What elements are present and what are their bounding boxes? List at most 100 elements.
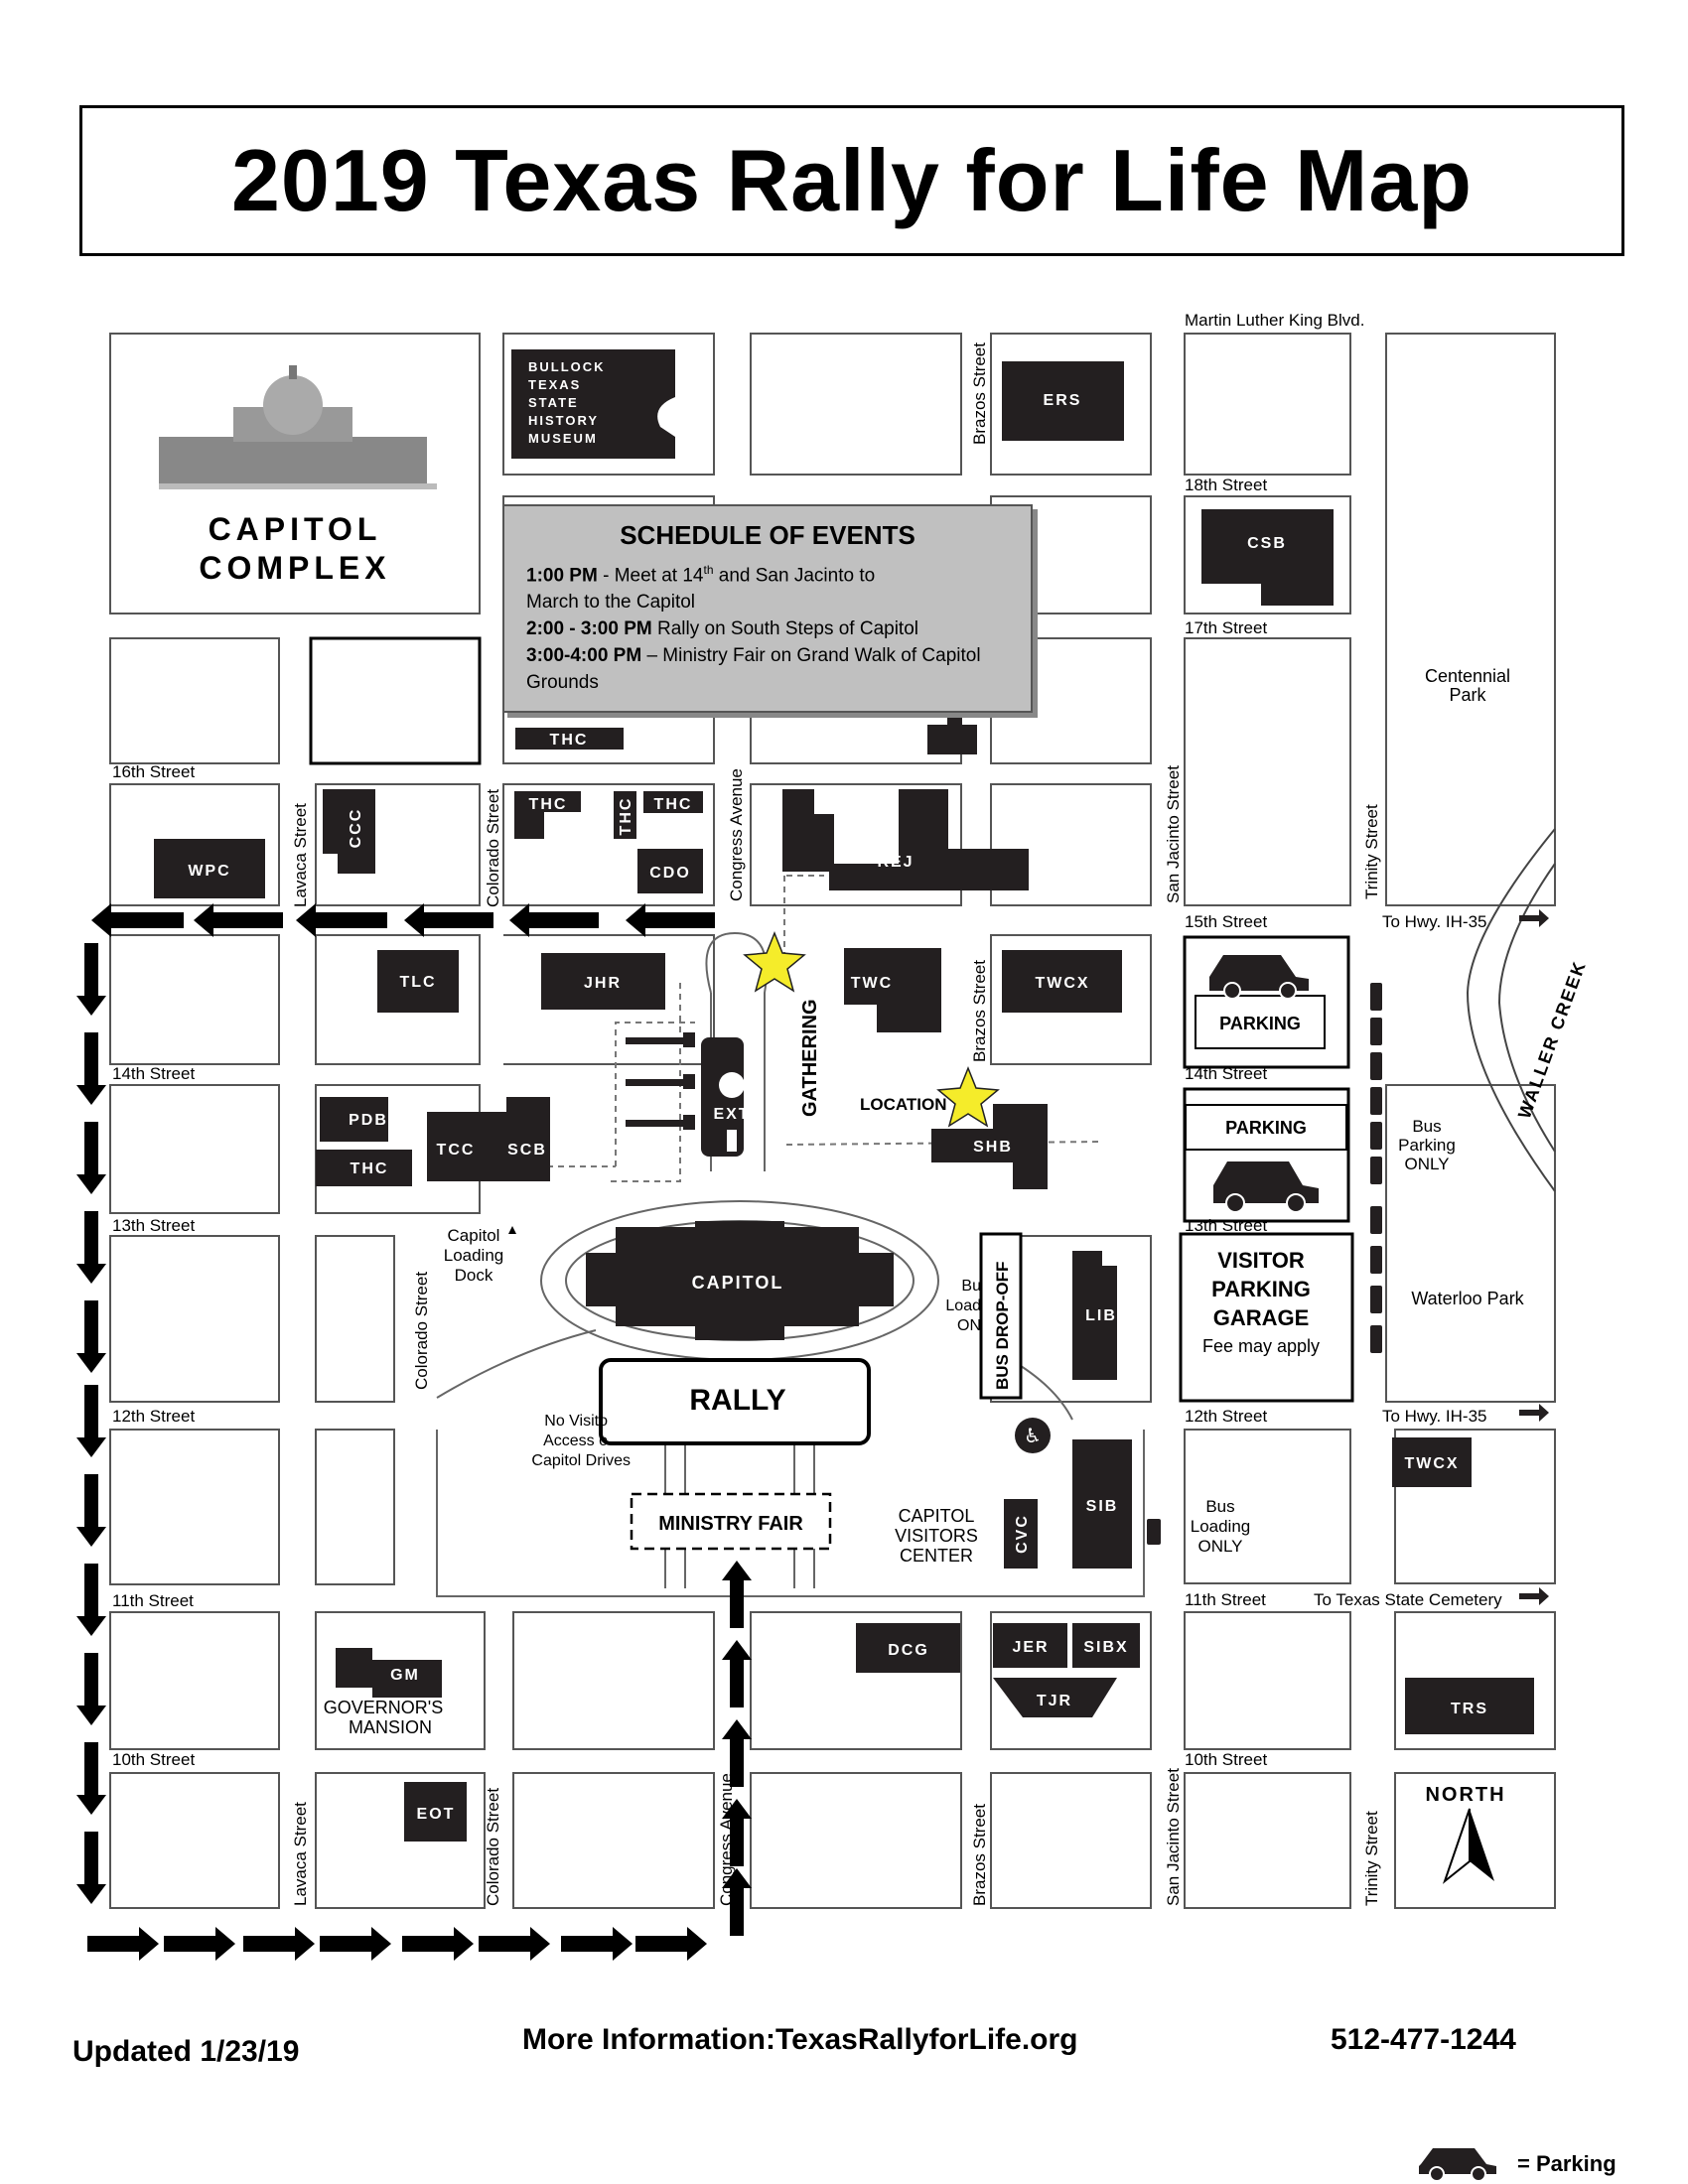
svg-text:CENTER: CENTER (900, 1546, 973, 1566)
svg-text:ON: ON (957, 1317, 981, 1334)
map-title-box: 2019 Texas Rally for Life Map (79, 105, 1624, 256)
street-10th-east: 10th Street (1185, 1750, 1267, 1769)
capitol-complex-line1: CAPITOL (209, 511, 382, 547)
street-12th-east: 12th Street (1185, 1407, 1267, 1426)
svg-text:Park: Park (1449, 685, 1486, 705)
label-tcc: TCC (437, 1142, 476, 1159)
street-mlk: Martin Luther King Blvd. (1185, 311, 1364, 330)
svg-text:PARKING: PARKING (1211, 1277, 1311, 1301)
phone-number: 512-477-1244 (1331, 2023, 1516, 2056)
schedule-row-1-cont: March to the Capitol (526, 592, 696, 614)
label-lib: LIB (1085, 1307, 1117, 1324)
north-arrow (1442, 1808, 1494, 1884)
hwy-arrows (1519, 909, 1549, 1605)
label-wpc: WPC (188, 863, 230, 880)
cvc-label: CAPITOL VISITORS CENTER (895, 1506, 978, 1566)
star-gathering-north (743, 930, 806, 993)
ext-circle (719, 1072, 745, 1098)
bus-loading-label: Bus Loading ONLY (1191, 1497, 1251, 1556)
north-label: NORTH (1425, 1784, 1505, 1806)
street-13th-east: 13th Street (1185, 1216, 1267, 1235)
label-rej: REJ (877, 854, 914, 871)
label-scb: SCB (507, 1142, 547, 1159)
street-labels: Martin Luther King Blvd. 18th Street 17t… (112, 311, 1502, 1906)
rally-box (599, 1358, 871, 1445)
museum-line1: BULLOCK (528, 359, 606, 374)
label-csb: CSB (1247, 535, 1287, 552)
street-18th: 18th Street (1185, 476, 1267, 494)
svg-text:Capitol Drives: Capitol Drives (531, 1452, 631, 1469)
building-labels: BULLOCK TEXAS STATE HISTORY MUSEUM ERS C… (188, 359, 1488, 1823)
label-trs: TRS (1451, 1701, 1488, 1717)
loading-dock-triangle (508, 1226, 516, 1234)
svg-text:♿: ♿ (1024, 1424, 1042, 1447)
ministry-fair-box (630, 1492, 832, 1551)
street-11th-east: 11th Street (1185, 1590, 1266, 1609)
label-sibx: SIBX (1083, 1639, 1128, 1656)
svg-text:Bus: Bus (1412, 1117, 1441, 1136)
street-11th-west: 11th Street (112, 1591, 194, 1610)
label-tjr: TJR (1037, 1693, 1072, 1709)
street-16th: 16th Street (112, 762, 195, 781)
march-route (76, 903, 752, 1961)
svg-text:Bus: Bus (1205, 1497, 1234, 1516)
svg-text:ONLY: ONLY (1197, 1537, 1242, 1556)
street-lavaca-s: Lavaca Street (291, 1802, 310, 1906)
street-hwy-15th: To Hwy. IH-35 (1382, 912, 1487, 931)
street-colorado-n: Colorado Street (484, 789, 502, 907)
label-cdo: CDO (649, 865, 691, 882)
svg-text:Access o: Access o (543, 1433, 608, 1449)
governors-mansion-label: GOVERNOR'S MANSION (324, 1698, 443, 1737)
no-visitor-label: No Visito Access o Capitol Drives (531, 1413, 631, 1469)
loading-dock-label: Capitol Loading Dock (444, 1226, 504, 1285)
svg-text:Dock: Dock (455, 1266, 493, 1285)
street-brazos-mid: Brazos Street (970, 960, 989, 1062)
rally-label: RALLY (689, 1384, 785, 1417)
label-pdb: PDB (349, 1112, 388, 1129)
label-ers: ERS (1044, 392, 1082, 409)
label-thc-c: THC (654, 796, 693, 813)
gathering-label: GATHERING (799, 999, 821, 1117)
street-trinity-s: Trinity Street (1362, 1811, 1381, 1906)
museum-line3: STATE (528, 395, 579, 410)
svg-text:Loading: Loading (444, 1246, 504, 1265)
street-colorado-s: Colorado Street (484, 1788, 502, 1906)
label-tlc: TLC (399, 974, 436, 991)
street-14th-west: 14th Street (112, 1064, 195, 1083)
label-eot: EOT (417, 1806, 456, 1823)
label-thc-b: THC (618, 797, 634, 836)
svg-text:Loading: Loading (1191, 1517, 1251, 1536)
schedule-box: SCHEDULE OF EVENTS 1:00 PM - Meet at 14t… (502, 504, 1033, 713)
label-cvc: CVC (1014, 1514, 1031, 1554)
svg-text:Waterloo Park: Waterloo Park (1411, 1289, 1524, 1308)
street-cemetery: To Texas State Cemetery (1314, 1590, 1502, 1609)
street-sanjacinto-s: San Jacinto Street (1164, 1768, 1183, 1906)
legend-parking: = Parking (1517, 2151, 1617, 2176)
label-shb: SHB (973, 1139, 1013, 1156)
more-info: More Information:TexasRallyforLife.org (522, 2023, 1078, 2056)
capitol-complex-illustration (159, 365, 437, 489)
schedule-row-3: 3:00-4:00 PM – Ministry Fair on Grand Wa… (526, 645, 981, 667)
svg-text:GARAGE: GARAGE (1213, 1305, 1310, 1330)
label-capitol: CAPITOL (692, 1273, 784, 1293)
parking-label-1: PARKING (1219, 1014, 1301, 1033)
street-13th-west: 13th Street (112, 1216, 195, 1235)
street-trinity-n: Trinity Street (1362, 804, 1381, 899)
bus-dropoff-label: BUS DROP-OFF (993, 1262, 1012, 1390)
waller-creek-label: WALLER CREEK (1514, 958, 1590, 1122)
svg-text:VISITOR: VISITOR (1217, 1248, 1305, 1273)
parking-lot-north (1183, 935, 1350, 1069)
city-blocks (109, 333, 1556, 1909)
ext-bar (727, 1130, 737, 1152)
fee-label: Fee may apply (1202, 1336, 1320, 1356)
label-thc-top: THC (550, 732, 589, 749)
label-twcx-n: TWCX (1035, 975, 1089, 992)
schedule-row-1: 1:00 PM - Meet at 14th and San Jacinto t… (526, 563, 876, 587)
bus-parking-text: Bus Parking ONLY (1398, 1117, 1456, 1173)
updated-date: Updated 1/23/19 (72, 2035, 300, 2068)
label-jer: JER (1012, 1639, 1049, 1656)
ministry-fair-label: MINISTRY FAIR (658, 1513, 803, 1535)
svg-text:Capitol: Capitol (448, 1226, 500, 1245)
parking-label-2: PARKING (1225, 1118, 1307, 1138)
